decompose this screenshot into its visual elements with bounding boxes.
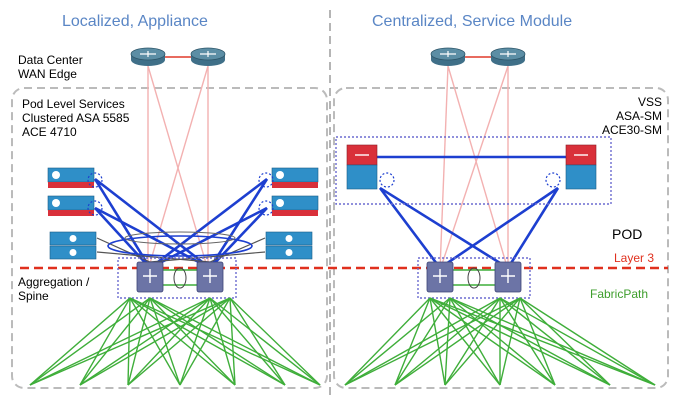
vss-chassis-right [565, 144, 597, 190]
pod-label: POD [612, 226, 643, 242]
asa-right-2 [271, 195, 319, 216]
pod-services-label: Pod Level Services Clustered ASA 5585 AC… [22, 97, 130, 139]
router-right-2 [490, 47, 526, 66]
port-group-2 [258, 172, 274, 188]
vss-chassis-left [346, 144, 378, 190]
spine-left-1 [136, 261, 164, 293]
port-group-0 [87, 172, 103, 188]
devices [47, 47, 597, 293]
left-title: Localized, Appliance [62, 13, 208, 30]
right-spine-group [417, 257, 531, 299]
fabricpath-label: FabricPath [590, 287, 649, 301]
aggregation-label: Aggregation / Spine [18, 275, 90, 303]
layer3-label: Layer 3 [614, 251, 655, 265]
spine-right-1 [426, 261, 454, 293]
port-group-4 [379, 172, 395, 188]
port-group-1 [87, 200, 103, 216]
right-title: Centralized, Service Module [372, 13, 573, 30]
left-peer-ellipse [173, 267, 187, 289]
router-right-1 [430, 47, 466, 66]
asa-right-1 [271, 167, 319, 188]
fabricpath-links [29, 297, 656, 386]
right-service-links [378, 186, 560, 270]
right-peer-ellipse [467, 267, 481, 289]
asa-left-1 [47, 167, 95, 188]
wan-edge-label: Data Center WAN Edge [18, 53, 83, 81]
left-pod-boundary [11, 87, 328, 389]
left-port-channel [124, 231, 236, 245]
left-vpc-ellipse [107, 235, 253, 257]
left-spine-group [117, 257, 237, 299]
router-left-1 [130, 47, 166, 66]
spine-right-2 [494, 261, 522, 293]
asa-left-2 [47, 195, 95, 216]
spine-peer-links [160, 269, 496, 286]
vss-label: VSS ASA-SM ACE30-SM [601, 95, 662, 137]
spine-left-2 [196, 261, 224, 293]
vss-dotted-group [335, 136, 612, 205]
port-group-5 [545, 172, 561, 188]
ace-right-2 [265, 245, 313, 260]
ace-right-1 [265, 231, 313, 246]
router-left-2 [190, 47, 226, 66]
port-group-3 [258, 200, 274, 216]
ace-left-2 [49, 245, 97, 260]
ace-left-1 [49, 231, 97, 246]
